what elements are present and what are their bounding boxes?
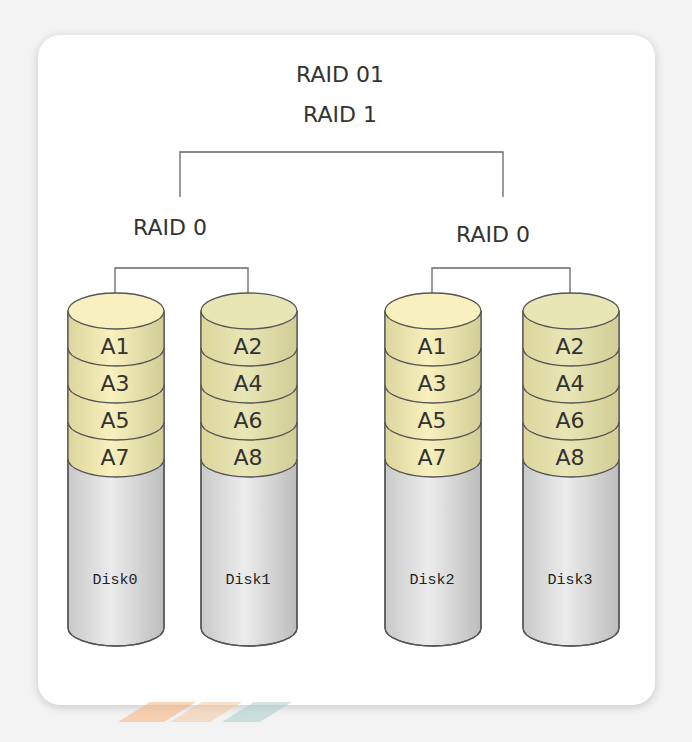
- data-block-label: A4: [522, 373, 618, 395]
- data-block-label: A1: [384, 336, 480, 358]
- data-block-label: A2: [200, 336, 296, 358]
- data-block-label: A7: [67, 447, 163, 469]
- disk-cylinder: A1A3A5A7Disk0: [67, 290, 163, 650]
- data-block-label: A6: [522, 410, 618, 432]
- data-block-label: A5: [67, 410, 163, 432]
- raid-level-label: RAID 1: [303, 103, 377, 127]
- disk-name: Disk2: [384, 572, 480, 589]
- data-block-label: A4: [200, 373, 296, 395]
- data-block-label: A3: [384, 373, 480, 395]
- data-block-label: A7: [384, 447, 480, 469]
- disk-cylinder: A1A3A5A7Disk2: [384, 290, 480, 650]
- diagram-title: RAID 01: [296, 63, 384, 87]
- data-block-label: A8: [522, 447, 618, 469]
- data-block-label: A5: [384, 410, 480, 432]
- disk-name: Disk0: [67, 572, 163, 589]
- disk-cylinder: A2A4A6A8Disk3: [522, 290, 618, 650]
- data-block-label: A6: [200, 410, 296, 432]
- raid-level-label: RAID 0: [456, 223, 530, 247]
- data-block-label: A1: [67, 336, 163, 358]
- disk-cylinder: A2A4A6A8Disk1: [200, 290, 296, 650]
- data-block-label: A8: [200, 447, 296, 469]
- disk-name: Disk3: [522, 572, 618, 589]
- raid-level-label: RAID 0: [133, 216, 207, 240]
- data-block-label: A3: [67, 373, 163, 395]
- data-block-label: A2: [522, 336, 618, 358]
- disk-name: Disk1: [200, 572, 296, 589]
